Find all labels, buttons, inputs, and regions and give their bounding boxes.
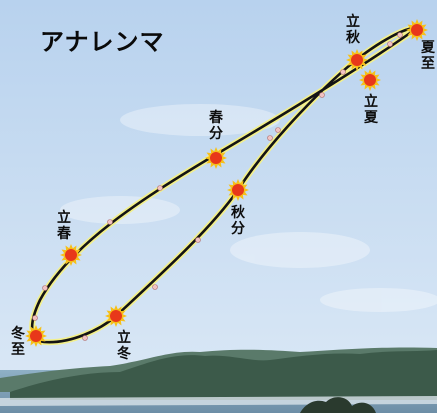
sun-autumnal-equinox [227, 179, 249, 201]
label-start-of-summer: 立夏 [364, 94, 378, 126]
label-start-of-autumn: 立秋 [346, 14, 360, 46]
sun-start-of-spring [60, 244, 82, 266]
sun-start-of-winter [105, 305, 127, 327]
sun-start-of-summer [359, 69, 381, 91]
label-start-of-winter: 立冬 [117, 330, 131, 362]
sun-core [232, 184, 244, 196]
analemma-title: アナレンマ [40, 28, 165, 56]
sun-core [110, 310, 122, 322]
label-vernal-equinox: 春分 [209, 110, 223, 142]
sun-vernal-equinox [205, 147, 227, 169]
path-dots [32, 32, 403, 341]
sun-core [411, 24, 423, 36]
sun-core [65, 249, 77, 261]
label-autumnal-equinox: 秋分 [231, 205, 245, 237]
clouds [60, 104, 437, 312]
label-summer-solstice: 夏至 [421, 40, 435, 72]
label-winter-solstice: 冬至 [11, 326, 25, 358]
sun-markers [25, 19, 428, 347]
label-start-of-spring: 立春 [57, 210, 71, 242]
sun-start-of-autumn [346, 49, 368, 71]
sun-winter-solstice [25, 325, 47, 347]
near-hills [10, 350, 437, 400]
sun-summer-solstice [406, 19, 428, 41]
sun-core [210, 152, 222, 164]
sun-core [30, 330, 42, 342]
sun-core [351, 54, 363, 66]
sun-core [364, 74, 376, 86]
foreground-trees [300, 397, 376, 413]
